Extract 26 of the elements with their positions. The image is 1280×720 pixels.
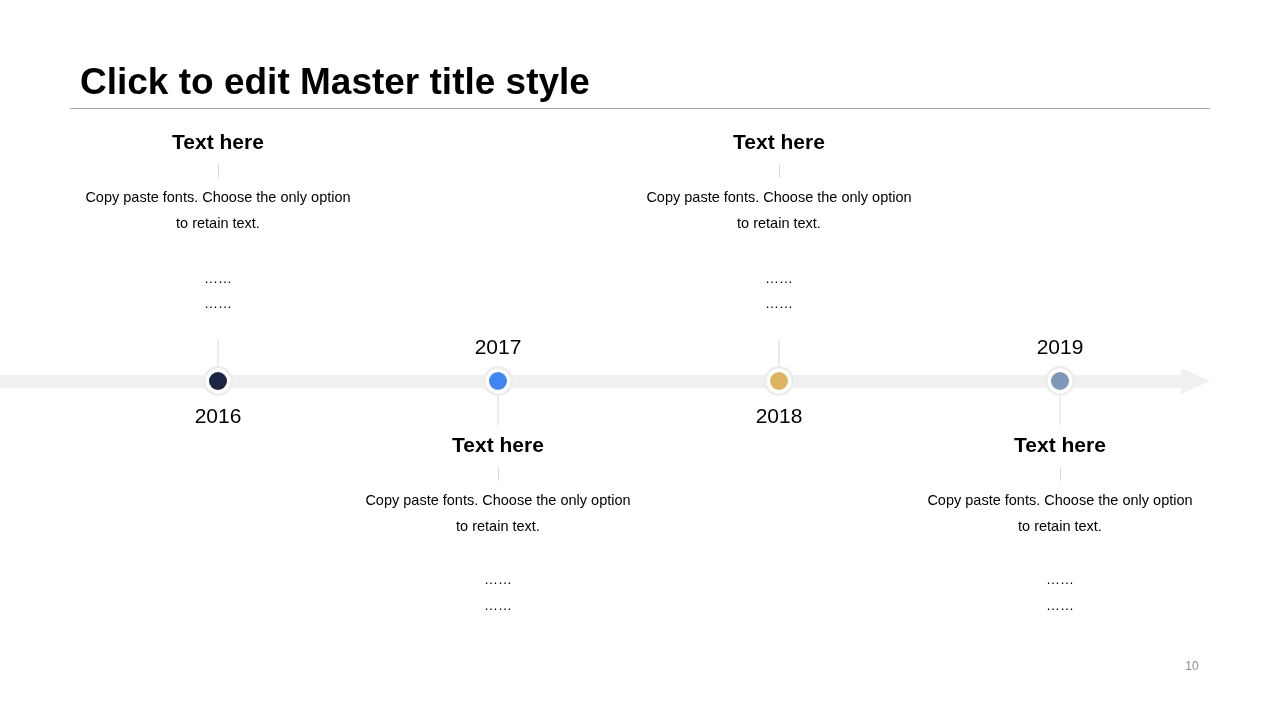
milestone-heading: Text here <box>172 129 264 155</box>
milestone-description: Copy paste fonts. Choose the only option to retain text. <box>364 491 632 536</box>
slide-title: Click to edit Master title style <box>80 60 590 104</box>
ellipsis-text: …… <box>1046 596 1074 615</box>
milestone-heading: Text here <box>452 432 544 458</box>
year-label: 2017 <box>474 334 522 360</box>
year-label: 2016 <box>194 403 242 429</box>
milestone-dot <box>203 366 233 396</box>
milestone-dot <box>1045 366 1075 396</box>
ellipsis-text: …… <box>1046 570 1074 589</box>
page-number: 10 <box>1185 658 1199 675</box>
milestone-description: Copy paste fonts. Choose the only option to retain text. <box>926 491 1194 536</box>
milestone-description: Copy paste fonts. Choose the only option to retain text. <box>84 188 352 233</box>
milestone-heading: Text here <box>733 129 825 155</box>
milestone-dot <box>483 366 513 396</box>
milestone-description: Copy paste fonts. Choose the only option to retain text. <box>645 188 913 233</box>
milestone-heading: Text here <box>1014 432 1106 458</box>
ellipsis-text: …… <box>204 294 232 313</box>
ellipsis-text: …… <box>484 570 512 589</box>
year-label: 2018 <box>755 403 803 429</box>
ellipsis-text: …… <box>204 269 232 288</box>
year-label: 2019 <box>1036 334 1084 360</box>
ellipsis-text: …… <box>765 269 793 288</box>
ellipsis-text: …… <box>484 596 512 615</box>
ellipsis-text: …… <box>765 294 793 313</box>
milestone-dot <box>764 366 794 396</box>
